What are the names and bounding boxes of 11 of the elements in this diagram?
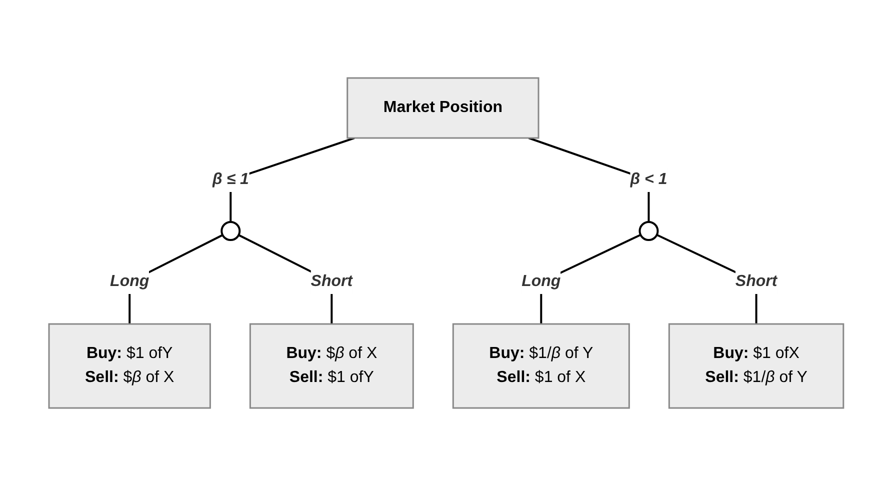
edge-label: β < 1 xyxy=(630,171,668,188)
node-box: Market Position xyxy=(346,77,540,139)
node-box: Buy: $1/β of Y Sell: $1 of X xyxy=(452,323,630,409)
node-box: Buy: $1 ofY Sell: $β of X xyxy=(48,323,212,409)
node-circle xyxy=(639,221,659,241)
edge-label: β ≤ 1 xyxy=(212,171,250,188)
node-box: Buy: $β of X Sell: $1 ofY xyxy=(250,323,414,409)
edge-label: Long xyxy=(522,273,561,290)
edge-label: Long xyxy=(110,273,150,290)
node-circle xyxy=(220,221,241,241)
node-box: Buy: $1 ofX Sell: $1/β of Y xyxy=(668,323,844,409)
